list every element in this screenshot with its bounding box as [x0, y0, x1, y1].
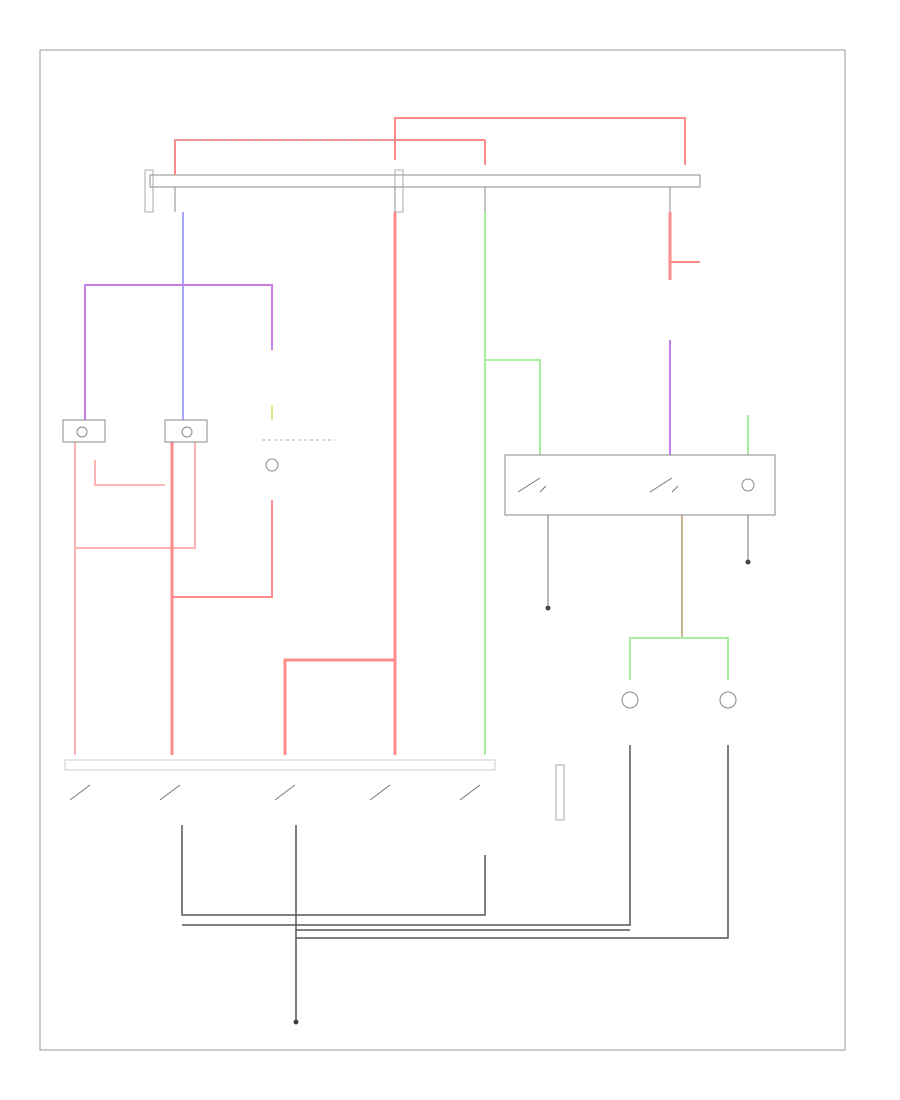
wire-red-to-highbeam — [172, 500, 273, 598]
fog-light-relay-module — [504, 454, 776, 516]
switch-icon — [649, 477, 679, 493]
wire-ground-2 — [182, 745, 631, 926]
top-fuse-block — [149, 174, 701, 188]
diagram-frame — [39, 49, 846, 1051]
right-fog-light-bulb-icon — [719, 691, 737, 709]
switch-icon — [369, 784, 391, 801]
wire-red-to-dimmer — [283, 658, 395, 755]
ground-icon — [545, 605, 551, 611]
bulb-icon — [741, 478, 755, 492]
switch-icon — [459, 784, 481, 801]
left-headlight-housing — [62, 419, 106, 443]
right-headlight-housing — [164, 419, 208, 443]
bottom-switch-bar — [64, 759, 496, 771]
wire-pink-left-3 — [75, 440, 196, 549]
wire-top-red-loop — [394, 117, 686, 165]
wire-ground-1 — [181, 825, 486, 916]
switch-icon — [159, 784, 181, 801]
switch-icon — [517, 477, 547, 493]
left-fog-light-bulb-icon — [621, 691, 639, 709]
ground-icon — [293, 1019, 299, 1025]
wire-green-to-relay — [485, 359, 541, 455]
connector-icon — [555, 764, 565, 821]
bulb-icon — [181, 426, 193, 438]
ground-icon — [745, 559, 751, 565]
top-fuse-block-left-cap — [144, 169, 154, 213]
bulb-icon — [76, 426, 88, 438]
switch-icon — [69, 784, 91, 801]
wire-ground-3 — [296, 745, 729, 939]
switch-icon — [274, 784, 296, 801]
wire-top-red-bus — [174, 139, 485, 160]
wire-violet-bus — [84, 284, 273, 420]
wire-green-foglights — [629, 637, 729, 680]
high-beam-indicator-bulb-icon — [265, 458, 279, 472]
wire-pink-left-2 — [94, 460, 165, 486]
